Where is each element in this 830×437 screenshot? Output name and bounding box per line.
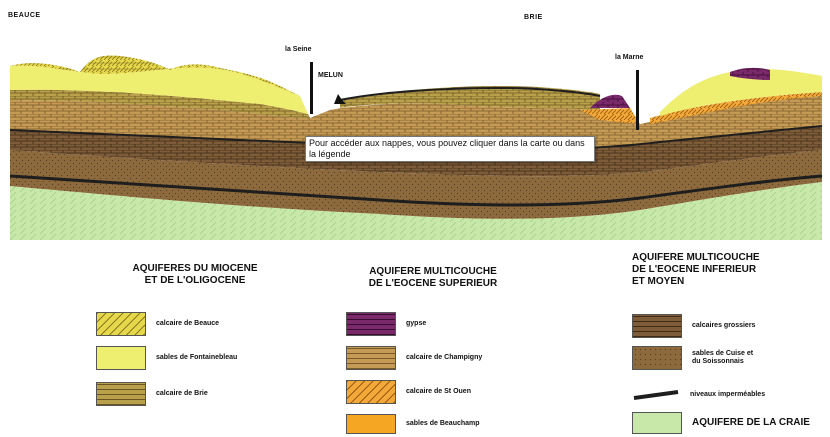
legend-label: calcaires grossiers: [692, 322, 755, 330]
legend-calcaire-brie[interactable]: calcaire de Brie: [96, 382, 208, 406]
swatch-calcaires-grossiers: [632, 314, 682, 338]
legend-niveaux-impermeables[interactable]: niveaux imperméables: [632, 388, 765, 402]
legend-calcaire-beauce[interactable]: calcaire de Beauce: [96, 312, 219, 336]
legend-craie[interactable]: AQUIFERE DE LA CRAIE: [632, 412, 810, 434]
legend-label: calcaire de Champigny: [406, 354, 482, 362]
tooltip-help: Pour accéder aux nappes, vous pouvez cli…: [305, 136, 595, 162]
legend-label: AQUIFERE DE LA CRAIE: [692, 419, 810, 427]
swatch-calcaire-st-ouen: [346, 380, 396, 404]
legend-sables-cuise[interactable]: sables de Cuise et du Soissonnais: [632, 346, 753, 370]
group-title-eocene-inferieur: AQUIFERE MULTICOUCHE DE L'EOCENE INFERIE…: [632, 252, 830, 288]
swatch-gypse: [346, 312, 396, 336]
legend-label: calcaire de St Ouen: [406, 388, 471, 396]
region-brie: BRIE: [524, 14, 543, 21]
legend-gypse[interactable]: gypse: [346, 312, 426, 336]
legend-label: sables de Cuise et du Soissonnais: [692, 350, 753, 366]
swatch-sables-beauchamp: [346, 414, 396, 434]
legend-label: calcaire de Beauce: [156, 320, 219, 328]
legend-label: niveaux imperméables: [690, 391, 765, 399]
swatch-calcaire-champigny: [346, 346, 396, 370]
swatch-calcaire-beauce: [96, 312, 146, 336]
label-la-marne: la Marne: [615, 54, 643, 61]
river-seine-marker: [310, 62, 313, 114]
label-la-seine: la Seine: [285, 46, 311, 53]
swatch-sables-cuise: [632, 346, 682, 370]
swatch-sables-fontainebleau: [96, 346, 146, 370]
legend-sables-fontainebleau[interactable]: sables de Fontainebleau: [96, 346, 237, 370]
legend-label: sables de Beauchamp: [406, 420, 480, 428]
legend-label: gypse: [406, 320, 426, 328]
river-marne-marker: [636, 70, 639, 130]
group-title-eocene-superieur: AQUIFERE MULTICOUCHE DE L'EOCENE SUPERIE…: [348, 266, 518, 290]
legend-calcaire-st-ouen[interactable]: calcaire de St Ouen: [346, 380, 471, 404]
region-beauce: BEAUCE: [8, 12, 41, 19]
legend-sables-beauchamp[interactable]: sables de Beauchamp: [346, 414, 480, 434]
swatch-niveaux-impermeables: [632, 388, 680, 402]
swatch-calcaire-brie: [96, 382, 146, 406]
swatch-craie: [632, 412, 682, 434]
legend-label: calcaire de Brie: [156, 390, 208, 398]
group-title-miocene: AQUIFERES DU MIOCENE ET DE L'OLIGOCENE: [100, 263, 290, 287]
legend-calcaires-grossiers[interactable]: calcaires grossiers: [632, 314, 755, 338]
geological-cross-section[interactable]: [0, 0, 830, 240]
label-melun: MELUN: [318, 72, 343, 79]
legend-label: sables de Fontainebleau: [156, 354, 237, 362]
legend-calcaire-champigny[interactable]: calcaire de Champigny: [346, 346, 482, 370]
